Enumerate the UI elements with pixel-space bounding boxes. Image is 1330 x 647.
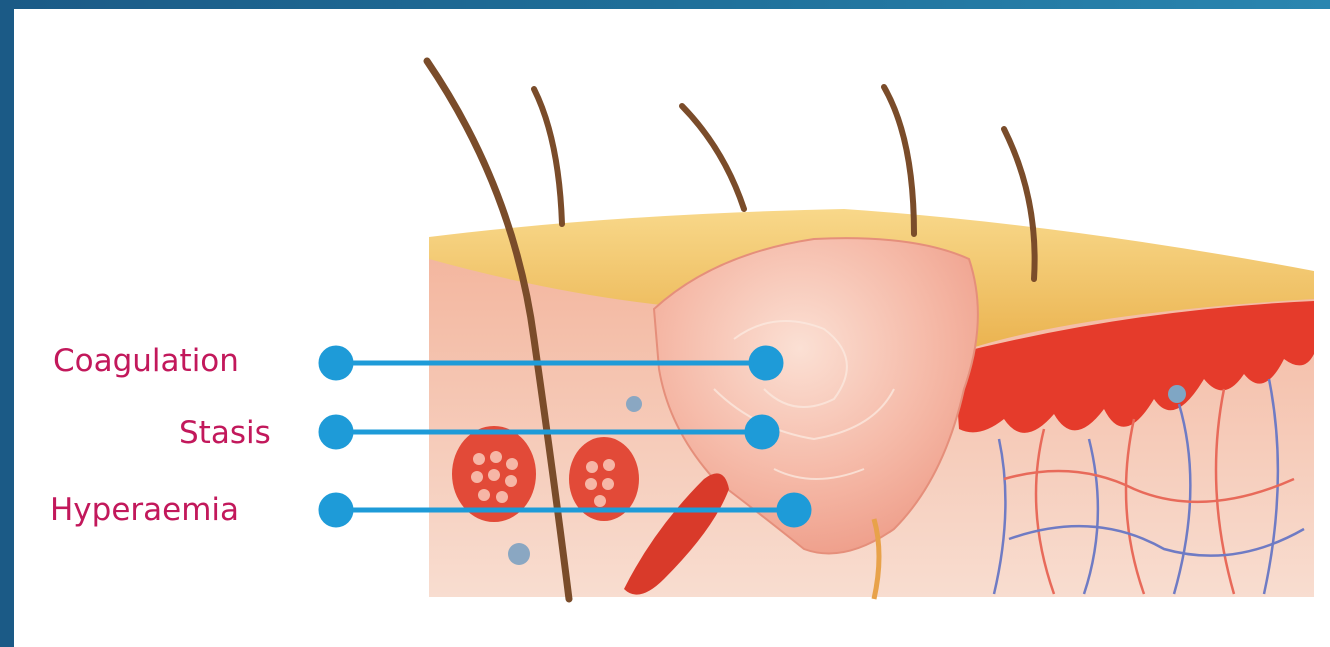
nerve-icon [626, 396, 642, 412]
stasis-label: Stasis [179, 418, 271, 449]
nerve-icon [1168, 385, 1186, 403]
coagulation-label: Coagulation [53, 346, 239, 377]
hyperaemia-label: Hyperaemia [50, 495, 239, 526]
skin-cross-section [14, 9, 1330, 647]
slide: Coagulation Stasis Hyperaemia [14, 9, 1330, 647]
nerve-icon [508, 543, 530, 565]
